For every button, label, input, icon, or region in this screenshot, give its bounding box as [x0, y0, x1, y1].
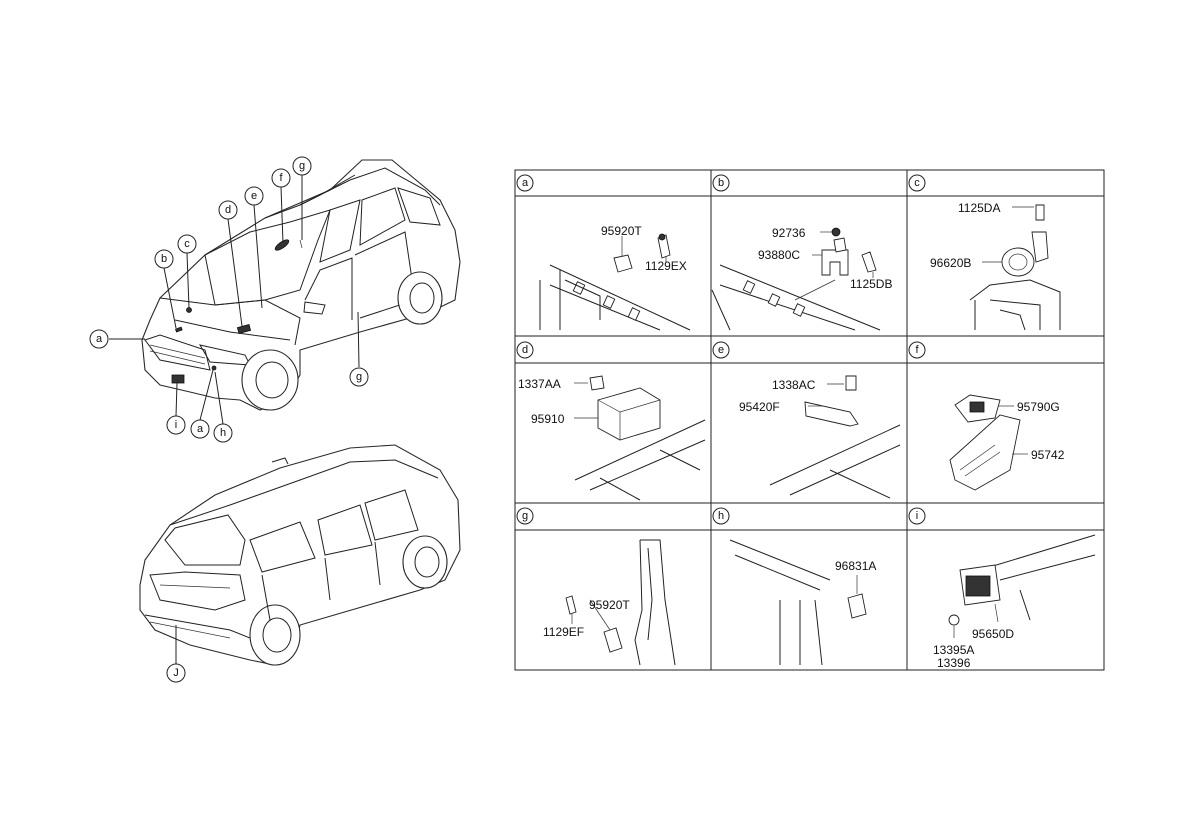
part-number: 96620B — [930, 256, 971, 270]
panel-label: d — [522, 344, 528, 356]
panel-a: a 95920T 1129EX — [516, 174, 691, 331]
callout-label: f — [279, 172, 283, 184]
part-number: 95920T — [601, 224, 642, 238]
callout-label: e — [251, 190, 257, 202]
part-number: 95790G — [1017, 400, 1060, 414]
panel-label: c — [914, 177, 920, 189]
part-number: 1125DA — [958, 201, 1000, 215]
panel-d: d 1337AA 95910 — [516, 341, 706, 501]
callout-b-front: b — [154, 249, 174, 269]
front-callout-leaders — [109, 175, 360, 425]
callout-e-front: e — [244, 186, 264, 206]
callout-label: h — [220, 427, 226, 439]
panel-h: h 96831A — [712, 507, 876, 666]
part-number: 95920T — [589, 598, 630, 612]
part-number: 95650D — [972, 627, 1014, 641]
panel-label: h — [718, 510, 724, 522]
callout-label: a — [96, 333, 103, 345]
callout-label: g — [356, 371, 362, 383]
part-number: 1125DB — [850, 277, 892, 291]
part-number: 95742 — [1031, 448, 1065, 462]
callout-label: a — [197, 423, 204, 435]
part-number: 96831A — [835, 559, 876, 573]
callout-g-front-top: g — [292, 156, 312, 176]
panel-i: i 95650D 13395A 13396 — [908, 507, 1096, 670]
callout-d-front: d — [218, 200, 238, 220]
callout-J-rear: J — [166, 625, 186, 683]
part-number: 95910 — [531, 412, 565, 426]
callout-f-front: f — [271, 168, 291, 188]
panel-b: b 92736 93880C 1125DB — [711, 174, 892, 331]
part-number: 13395A — [933, 643, 974, 657]
panel-label: a — [522, 177, 529, 189]
front-vehicle-illustration — [141, 159, 461, 411]
panel-label: e — [718, 344, 724, 356]
rear-vehicle-illustration — [139, 444, 461, 666]
panel-label: f — [915, 344, 919, 356]
callout-a-front: a — [89, 329, 109, 349]
callout-label: J — [173, 667, 179, 679]
part-number: 95420F — [739, 400, 780, 414]
part-number: 1337AA — [518, 377, 561, 391]
part-number: 93880C — [758, 248, 800, 262]
parts-grid-frame — [514, 169, 1105, 671]
callout-label: g — [299, 160, 305, 172]
callout-i-front: i — [166, 415, 186, 435]
callout-h-front: h — [213, 423, 233, 443]
callout-label: d — [225, 204, 231, 216]
callout-label: i — [175, 419, 177, 431]
callout-a-front-lower: a — [190, 419, 210, 439]
panel-c: c 1125DA 96620B — [908, 174, 1061, 331]
panel-label: i — [916, 510, 918, 522]
part-number: 1129EX — [645, 259, 687, 273]
panel-label: g — [522, 510, 528, 522]
callout-c-front: c — [177, 234, 197, 254]
panel-label: b — [718, 177, 724, 189]
part-number: 1338AC — [772, 378, 816, 392]
part-number: 1129EF — [543, 625, 584, 639]
panel-f: f 95790G 95742 — [908, 341, 1065, 491]
part-number: 92736 — [772, 226, 806, 240]
callout-label: b — [161, 253, 167, 265]
callout-label: c — [184, 238, 190, 250]
panel-g: g 95920T 1129EF — [516, 507, 676, 666]
callout-g-front-side: g — [349, 367, 369, 387]
part-number: 13396 — [937, 656, 971, 670]
panel-e: e 1338AC 95420F — [712, 341, 901, 499]
